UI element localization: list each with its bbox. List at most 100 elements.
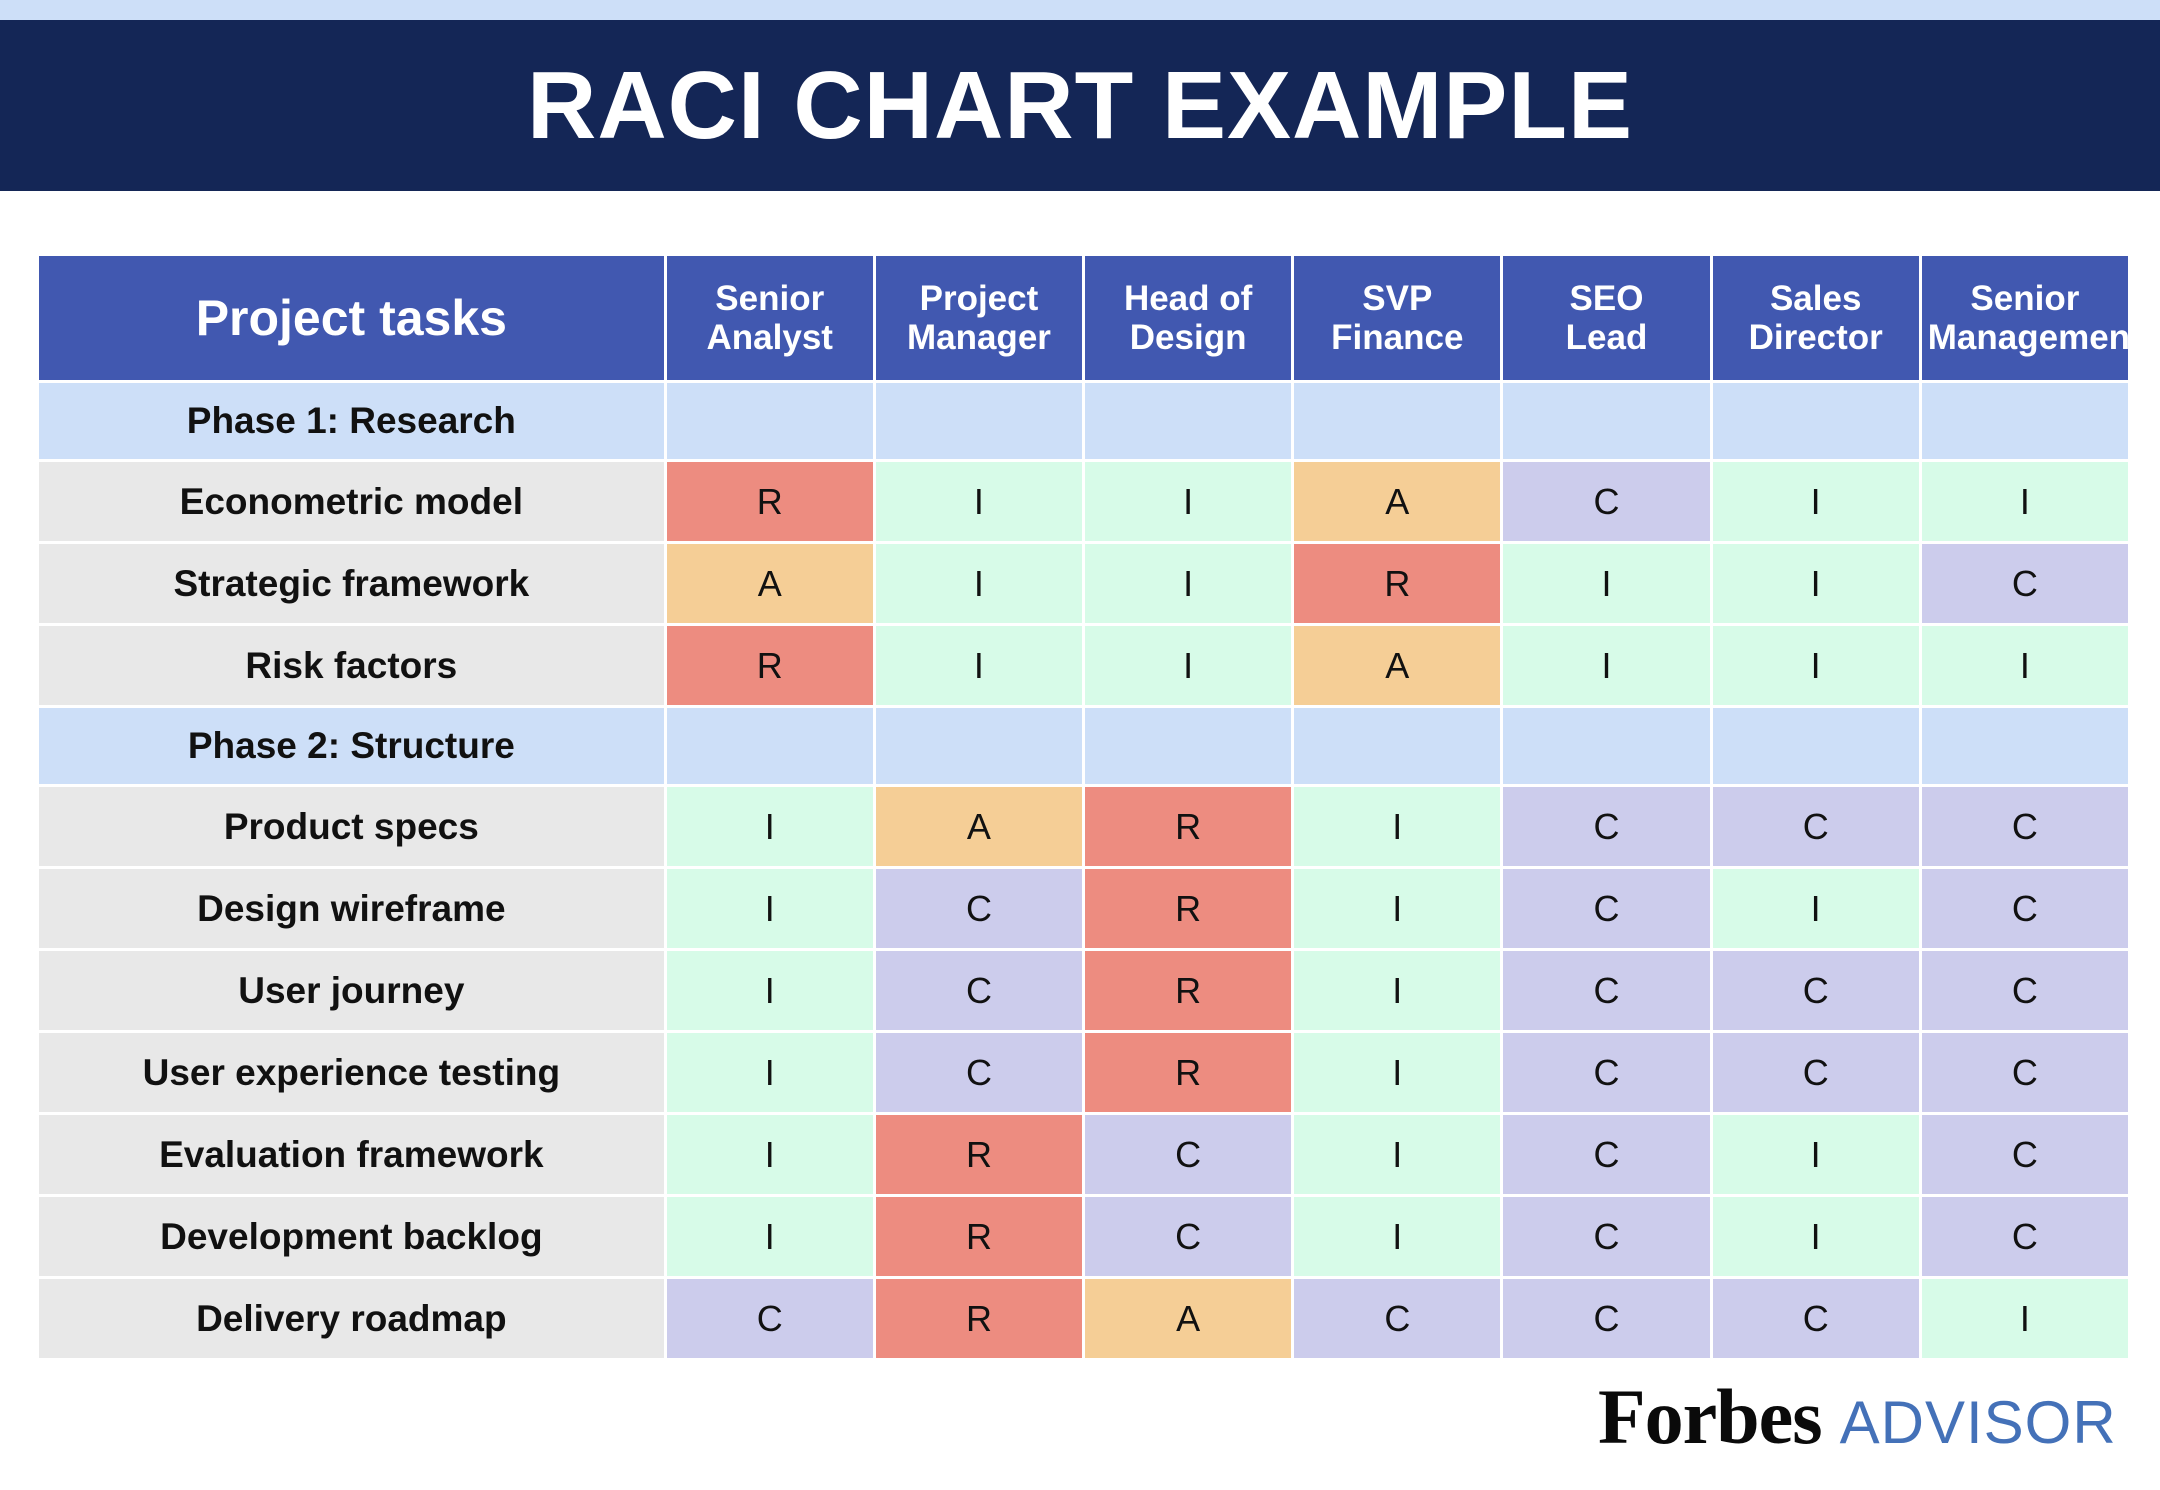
raci-cell-I: I <box>1712 626 1919 705</box>
raci-cell-C: C <box>1712 787 1919 866</box>
raci-cell-empty <box>1921 383 2128 459</box>
task-label: Product specs <box>39 787 664 866</box>
raci-cell-empty <box>1503 708 1710 784</box>
raci-cell-R: R <box>666 626 873 705</box>
task-label: Development backlog <box>39 1197 664 1276</box>
task-label: Evaluation framework <box>39 1115 664 1194</box>
raci-cell-C: C <box>1503 869 1710 948</box>
top-accent-strip <box>0 0 2160 20</box>
raci-cell-C: C <box>1712 1033 1919 1112</box>
raci-cell-I: I <box>1085 544 1292 623</box>
raci-cell-I: I <box>666 787 873 866</box>
phase-label: Phase 1: Research <box>39 383 664 459</box>
raci-cell-empty <box>1712 708 1919 784</box>
raci-cell-I: I <box>1294 1033 1501 1112</box>
raci-cell-A: A <box>1294 626 1501 705</box>
raci-cell-R: R <box>666 462 873 541</box>
raci-cell-C: C <box>1294 1279 1501 1358</box>
logo-advisor-text: ADVISOR <box>1839 1389 2117 1456</box>
raci-cell-empty <box>1085 383 1292 459</box>
raci-cell-R: R <box>1085 869 1292 948</box>
raci-cell-I: I <box>1712 1197 1919 1276</box>
raci-cell-I: I <box>875 626 1083 705</box>
raci-cell-I: I <box>875 544 1083 623</box>
task-label: User journey <box>39 951 664 1030</box>
raci-cell-R: R <box>875 1197 1083 1276</box>
forbes-advisor-logo: Forbes ADVISOR <box>1598 1378 2117 1456</box>
raci-cell-C: C <box>1503 787 1710 866</box>
raci-cell-C: C <box>1085 1115 1292 1194</box>
raci-cell-I: I <box>1294 869 1501 948</box>
raci-cell-I: I <box>1921 626 2128 705</box>
raci-cell-I: I <box>1294 1115 1501 1194</box>
raci-cell-C: C <box>1503 951 1710 1030</box>
task-label: Risk factors <box>39 626 664 705</box>
raci-cell-C: C <box>1921 869 2128 948</box>
raci-cell-A: A <box>1085 1279 1292 1358</box>
raci-cell-empty <box>1921 708 2128 784</box>
raci-cell-empty <box>666 383 873 459</box>
raci-cell-C: C <box>1503 1279 1710 1358</box>
raci-cell-empty <box>1294 383 1501 459</box>
column-header-project-tasks: Project tasks <box>39 256 664 380</box>
raci-cell-I: I <box>1712 869 1919 948</box>
raci-cell-C: C <box>1921 544 2128 623</box>
page-title: RACI CHART EXAMPLE <box>526 51 1633 159</box>
phase-label: Phase 2: Structure <box>39 708 664 784</box>
logo-forbes-text: Forbes <box>1598 1373 1823 1460</box>
raci-cell-C: C <box>1921 1115 2128 1194</box>
raci-cell-R: R <box>1085 1033 1292 1112</box>
task-label: Design wireframe <box>39 869 664 948</box>
task-label: User experience testing <box>39 1033 664 1112</box>
raci-cell-C: C <box>1503 1033 1710 1112</box>
raci-cell-I: I <box>1503 626 1710 705</box>
raci-cell-A: A <box>666 544 873 623</box>
raci-cell-A: A <box>875 787 1083 866</box>
raci-cell-empty <box>875 383 1083 459</box>
raci-cell-C: C <box>875 1033 1083 1112</box>
raci-cell-C: C <box>1085 1197 1292 1276</box>
raci-cell-I: I <box>1294 787 1501 866</box>
title-banner: RACI CHART EXAMPLE <box>0 20 2160 191</box>
raci-cell-I: I <box>1712 544 1919 623</box>
raci-cell-I: I <box>1712 462 1919 541</box>
raci-cell-C: C <box>875 951 1083 1030</box>
raci-cell-I: I <box>1921 462 2128 541</box>
raci-cell-empty <box>1294 708 1501 784</box>
raci-cell-R: R <box>1085 787 1292 866</box>
raci-cell-I: I <box>666 1033 873 1112</box>
raci-cell-C: C <box>1712 951 1919 1030</box>
task-label: Econometric model <box>39 462 664 541</box>
raci-cell-C: C <box>666 1279 873 1358</box>
raci-cell-C: C <box>875 869 1083 948</box>
raci-cell-I: I <box>1503 544 1710 623</box>
raci-cell-I: I <box>666 1115 873 1194</box>
raci-cell-R: R <box>875 1115 1083 1194</box>
raci-cell-empty <box>1503 383 1710 459</box>
raci-cell-C: C <box>1921 1197 2128 1276</box>
raci-cell-R: R <box>1085 951 1292 1030</box>
task-label: Delivery roadmap <box>39 1279 664 1358</box>
raci-cell-C: C <box>1921 787 2128 866</box>
raci-cell-I: I <box>1712 1115 1919 1194</box>
raci-cell-I: I <box>1085 462 1292 541</box>
raci-cell-I: I <box>1294 1197 1501 1276</box>
raci-cell-I: I <box>1294 951 1501 1030</box>
